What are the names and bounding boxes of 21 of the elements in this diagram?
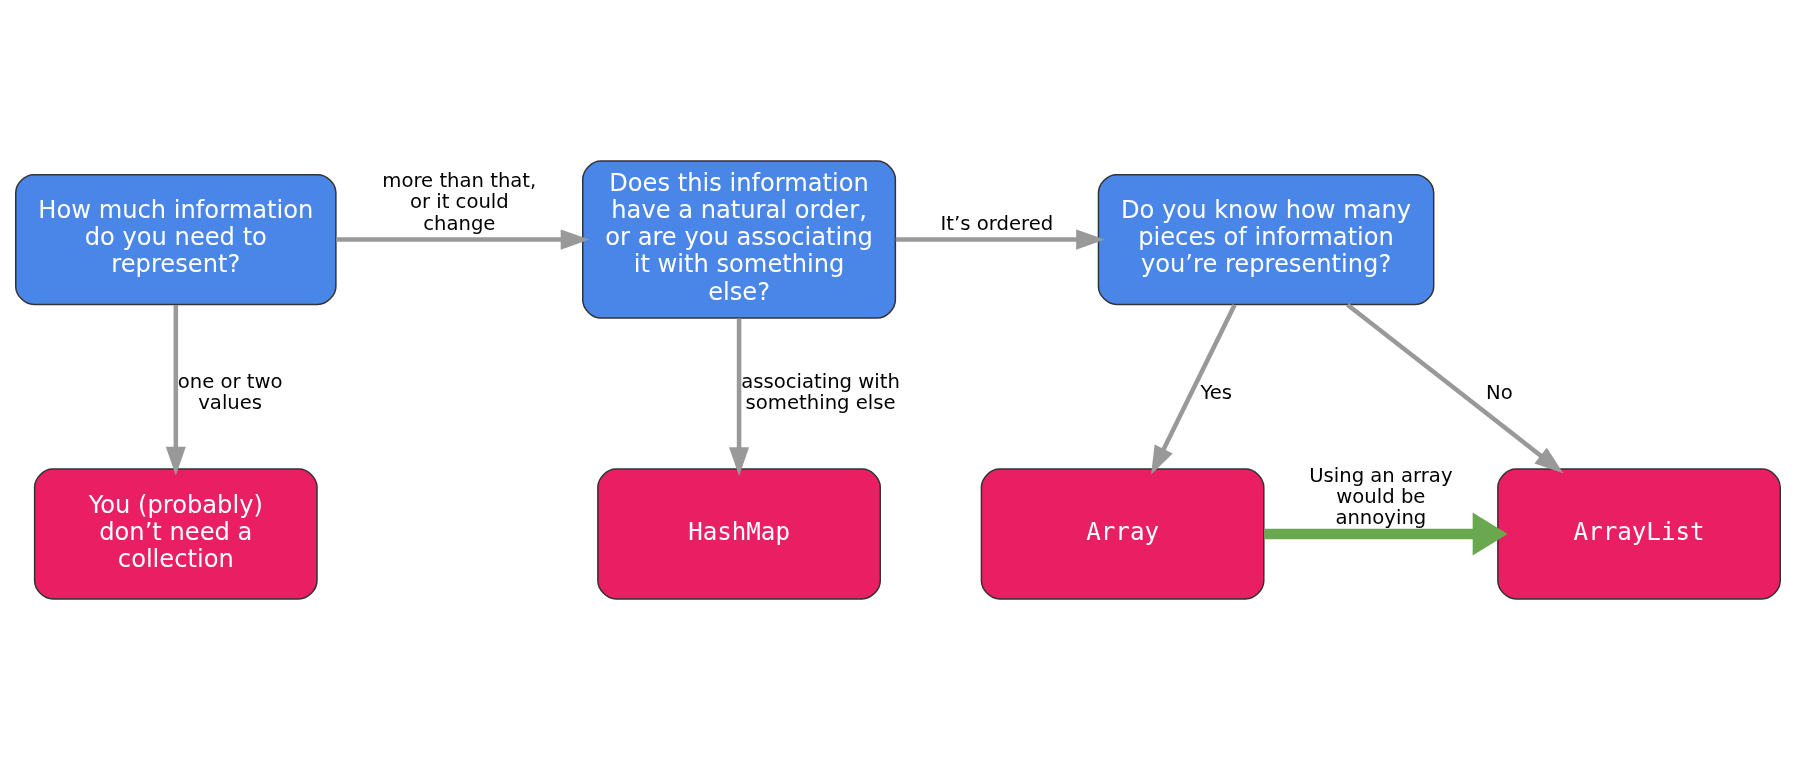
edge-label: one or two values — [177, 370, 283, 415]
node-box: Do you know how many pieces of information you’re representing? — [1097, 173, 1435, 306]
node-box: Does this information have a natural order, or are you associating it with something else? — [582, 160, 897, 319]
arrow — [165, 305, 186, 476]
edge-label: associating with something else — [741, 370, 900, 415]
edge-label: Using an array would be annoying — [1309, 463, 1453, 530]
arrow — [895, 229, 1105, 250]
node-box: HashMap — [597, 468, 881, 600]
edge-label: No — [1486, 380, 1513, 404]
arrow — [1346, 302, 1564, 474]
edge-label: Yes — [1200, 380, 1233, 404]
arrow — [1151, 304, 1237, 475]
edge-label: more than that, or it could change — [382, 169, 537, 235]
node-box: ArrayList — [1497, 468, 1781, 600]
arrow — [336, 229, 590, 250]
node-box: How much information do you need to represent? — [15, 173, 337, 306]
node-box: You (probably) don’t need a collection — [33, 468, 318, 600]
arrow — [729, 318, 750, 476]
edge-label: It’s ordered — [940, 211, 1054, 235]
arrow — [1264, 512, 1508, 556]
node-box: Array — [980, 468, 1265, 600]
